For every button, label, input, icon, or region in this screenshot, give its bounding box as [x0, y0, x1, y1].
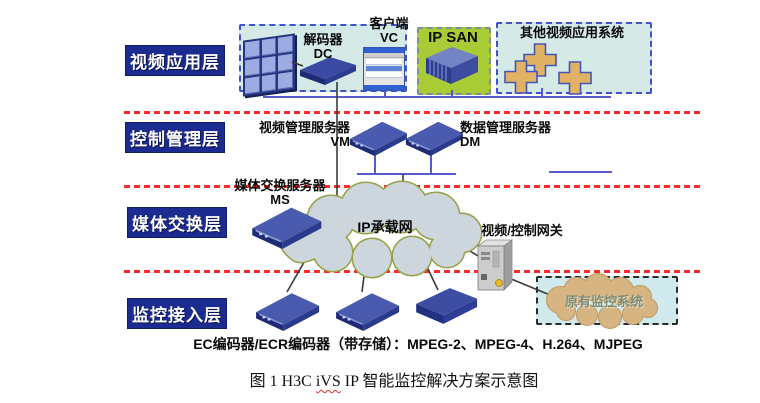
encoder-icon — [335, 292, 400, 332]
caption-product-name: iVS — [315, 373, 341, 390]
ip-network-label: IP承载网 — [357, 219, 413, 235]
encoder-icon — [416, 288, 478, 324]
decoder-label: 解码器 DC — [297, 33, 349, 61]
ip-network-cloud-icon — [278, 180, 483, 279]
other-systems-icon — [504, 43, 592, 95]
decoder-code: DC — [313, 46, 333, 61]
client-code: VC — [379, 30, 399, 45]
vm-server-label: 视频管理服务器 VM — [256, 121, 350, 149]
client-window-row — [366, 72, 402, 78]
vm-name: 视频管理服务器 — [258, 120, 350, 135]
server-icon-vm — [349, 121, 408, 157]
layer-separator-line — [124, 111, 704, 114]
encoder-icon — [255, 292, 320, 332]
client-window-titlebar — [364, 48, 404, 53]
dm-name: 数据管理服务器 — [460, 120, 552, 135]
client-window-menubar — [364, 53, 404, 58]
ms-name: 媒体交换服务器 — [234, 178, 326, 193]
figure-caption: 图 1 H3C iVS IP 智能监控解决方案示意图 — [14, 367, 760, 391]
layer-label-access: 监控接入层 — [127, 298, 227, 329]
caption-suffix: IP 智能监控解决方案示意图 — [340, 373, 539, 390]
server-icon-dm — [405, 121, 464, 157]
dm-code: DM — [460, 134, 481, 149]
ms-code: MS — [270, 192, 290, 207]
decoder-device-icon — [300, 57, 356, 85]
client-name: 客户端 — [369, 16, 409, 31]
gateway-icon — [476, 239, 514, 291]
layer-label-control-management: 控制管理层 — [125, 122, 225, 153]
ip-san-storage-icon — [426, 47, 478, 84]
encoder-note: EC编码器/ECR编码器（带存储）：MPEG-2、MPEG-4、H.264、MJ… — [193, 336, 643, 352]
layer-label-media-switch: 媒体交换层 — [127, 207, 227, 238]
ip-san-label: IP SAN — [428, 29, 478, 46]
legacy-cloud-icon — [546, 273, 658, 329]
legacy-system-label: 原有监控系统 — [564, 294, 643, 309]
client-window-row — [366, 59, 402, 65]
caption-prefix: 图 1 H3C — [249, 373, 316, 390]
ms-server-label: 媒体交换服务器 MS — [228, 179, 332, 207]
bus-lines — [263, 88, 612, 175]
client-window-selected-row — [366, 66, 402, 71]
client-window-statusbar — [364, 85, 404, 90]
layer-label-video-application: 视频应用层 — [125, 45, 225, 76]
other-systems-label: 其他视频应用系统 — [519, 25, 624, 40]
decoder-name: 解码器 — [303, 32, 343, 47]
client-window-icon — [363, 47, 405, 91]
dm-server-label: 数据管理服务器 DM — [460, 121, 570, 149]
vm-code: VM — [330, 134, 351, 149]
client-label: 客户端 VC — [366, 17, 412, 45]
gateway-label: 视频/控制网关 — [481, 223, 563, 238]
